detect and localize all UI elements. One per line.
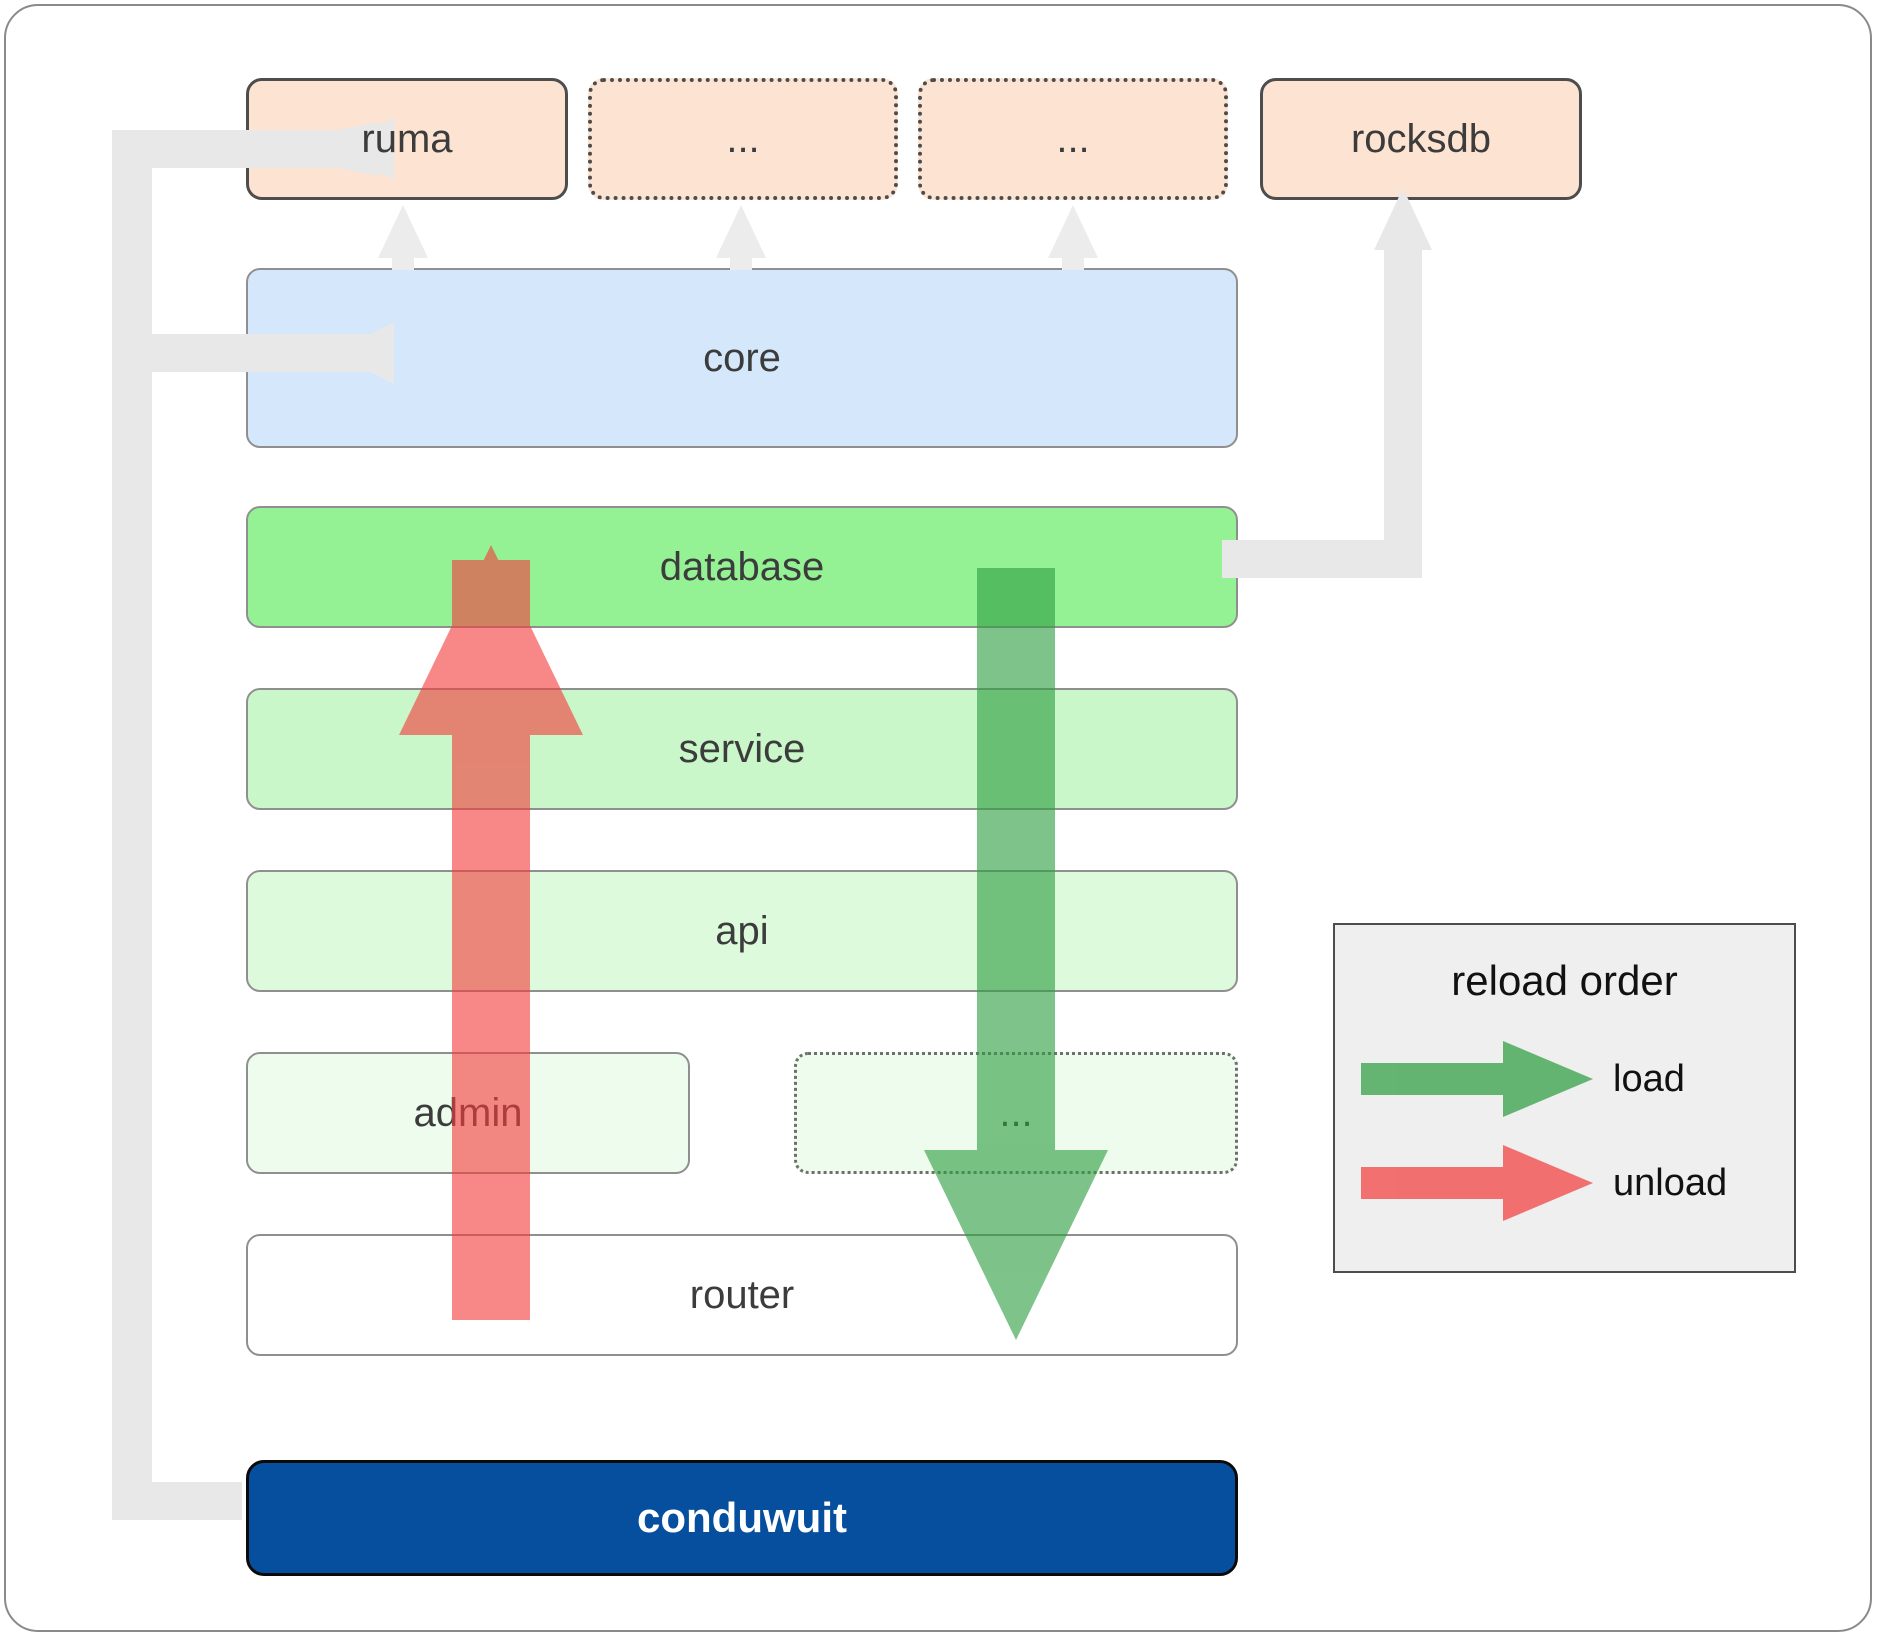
legend-row-unload: unload	[1361, 1145, 1781, 1221]
dependency-label-ellipsis-2: ...	[1056, 117, 1090, 161]
legend-label-load: load	[1613, 1057, 1685, 1100]
layer-label-ellipsis: ...	[999, 1091, 1033, 1135]
dependency-box-rocksdb[interactable]: rocksdb	[1260, 78, 1582, 200]
layer-label-service: service	[678, 727, 806, 771]
dependency-box-ellipsis-2[interactable]: ...	[918, 78, 1228, 200]
dependency-label-ruma: ruma	[361, 117, 453, 161]
diagram-outer-frame	[4, 4, 1872, 1632]
layer-box-service[interactable]: service	[246, 688, 1238, 810]
load-arrow-icon	[1361, 1041, 1593, 1117]
dependency-box-ruma[interactable]: ruma	[246, 78, 568, 200]
core-label: core	[703, 336, 781, 380]
core-box[interactable]: core	[246, 268, 1238, 448]
dependency-box-ellipsis-1[interactable]: ...	[588, 78, 898, 200]
layer-box-ellipsis[interactable]: ...	[794, 1052, 1238, 1174]
app-box-conduwuit[interactable]: conduwuit	[246, 1460, 1238, 1576]
app-label-conduwuit: conduwuit	[637, 1493, 847, 1541]
unload-arrow-icon	[1361, 1145, 1593, 1221]
layer-box-database[interactable]: database	[246, 506, 1238, 628]
layer-label-api: api	[715, 909, 769, 953]
legend-label-unload: unload	[1613, 1161, 1728, 1204]
layer-box-admin[interactable]: admin	[246, 1052, 690, 1174]
legend-row-load: load	[1361, 1041, 1781, 1117]
dependency-label-ellipsis-1: ...	[726, 117, 760, 161]
layer-label-database: database	[659, 545, 825, 589]
layer-box-api[interactable]: api	[246, 870, 1238, 992]
layer-box-router[interactable]: router	[246, 1234, 1238, 1356]
layer-label-admin: admin	[413, 1091, 523, 1135]
legend-title: reload order	[1451, 957, 1678, 1004]
layer-label-router: router	[689, 1273, 795, 1317]
dependency-label-rocksdb: rocksdb	[1350, 117, 1492, 161]
legend-panel: reload order load unload	[1333, 923, 1796, 1273]
